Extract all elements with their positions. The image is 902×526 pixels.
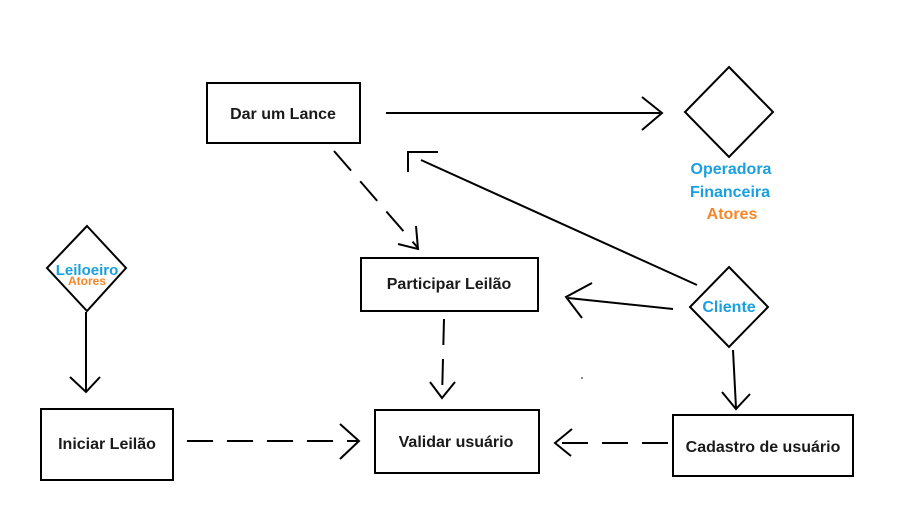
use-case-cadastro-usuario[interactable]: Cadastro de usuário: [672, 414, 854, 477]
connector-cadastro-to-validar: [553, 428, 668, 457]
use-case-cadastro-usuario-label: Cadastro de usuário: [686, 439, 841, 456]
connector-leiloeiro-to-iniciar: [69, 312, 101, 394]
use-case-participar-leilao-label: Participar Leilão: [387, 276, 512, 293]
connector-participar-to-validar: [429, 318, 456, 400]
actor-leiloeiro-name: Leiloeiro: [56, 262, 119, 279]
use-case-dar-um-lance-label: Dar um Lance: [230, 106, 336, 123]
connector-cliente-to-lance: [407, 151, 698, 286]
connector-lance-to-operadora: [386, 96, 664, 131]
use-case-iniciar-leilao-label: Iniciar Leilão: [58, 436, 156, 453]
actor-operadora-line2: Financeira: [690, 184, 770, 201]
actor-leiloeiro[interactable]: Leiloeiro Atores: [45, 224, 128, 313]
actor-operadora-financeira[interactable]: Operadora Financeira Atores: [683, 65, 775, 223]
actor-cliente-name: Cliente: [702, 299, 755, 316]
connector-iniciar-to-validar: [187, 423, 361, 460]
use-case-dar-um-lance[interactable]: Dar um Lance: [206, 82, 361, 144]
connector-lance-to-participar: [333, 150, 420, 251]
use-case-validar-usuario-label: Validar usuário: [399, 434, 514, 451]
use-case-participar-leilao[interactable]: Participar Leilão: [360, 257, 539, 312]
actor-operadora-role: Atores: [707, 206, 758, 223]
stray-dot: [581, 377, 583, 379]
use-case-validar-usuario[interactable]: Validar usuário: [374, 409, 540, 474]
connector-cliente-to-cadastro: [721, 349, 751, 411]
use-case-iniciar-leilao[interactable]: Iniciar Leilão: [40, 408, 174, 481]
actor-leiloeiro-role: Atores: [68, 274, 106, 288]
actor-operadora-line1: Operadora: [691, 161, 772, 178]
connector-cliente-to-participar: [564, 282, 674, 319]
actor-cliente[interactable]: Cliente: [688, 265, 770, 349]
